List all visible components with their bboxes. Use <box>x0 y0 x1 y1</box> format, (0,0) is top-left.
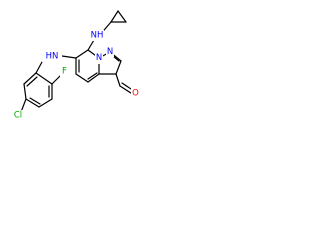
svg-text:Cl: Cl <box>14 111 22 121</box>
svg-text:HN: HN <box>46 52 59 62</box>
bond-c-cl <box>20 98 27 113</box>
svg-text:N: N <box>107 47 113 57</box>
chemical-structure: NH N N HN O Cl F <box>11 10 140 121</box>
svg-text:NH: NH <box>91 31 104 41</box>
bond-c7-nh <box>87 39 95 51</box>
atom-n-ring-1: N <box>106 46 114 57</box>
cyclopropyl-group <box>110 10 127 23</box>
atom-nh-left: HN <box>42 51 62 62</box>
bond-nh-aryl <box>35 61 43 74</box>
svg-text:F: F <box>62 67 67 77</box>
svg-text:O: O <box>132 89 139 99</box>
svg-text:N: N <box>96 53 102 63</box>
atom-chlorine: Cl <box>11 110 25 121</box>
atom-oxygen: O <box>131 88 140 99</box>
bond-c5-nh <box>61 55 77 59</box>
atom-nh-top: NH <box>90 30 104 41</box>
atom-n-ring-2: N <box>95 53 103 64</box>
atom-fluorine: F <box>60 66 69 77</box>
benzene-ring <box>23 72 53 108</box>
